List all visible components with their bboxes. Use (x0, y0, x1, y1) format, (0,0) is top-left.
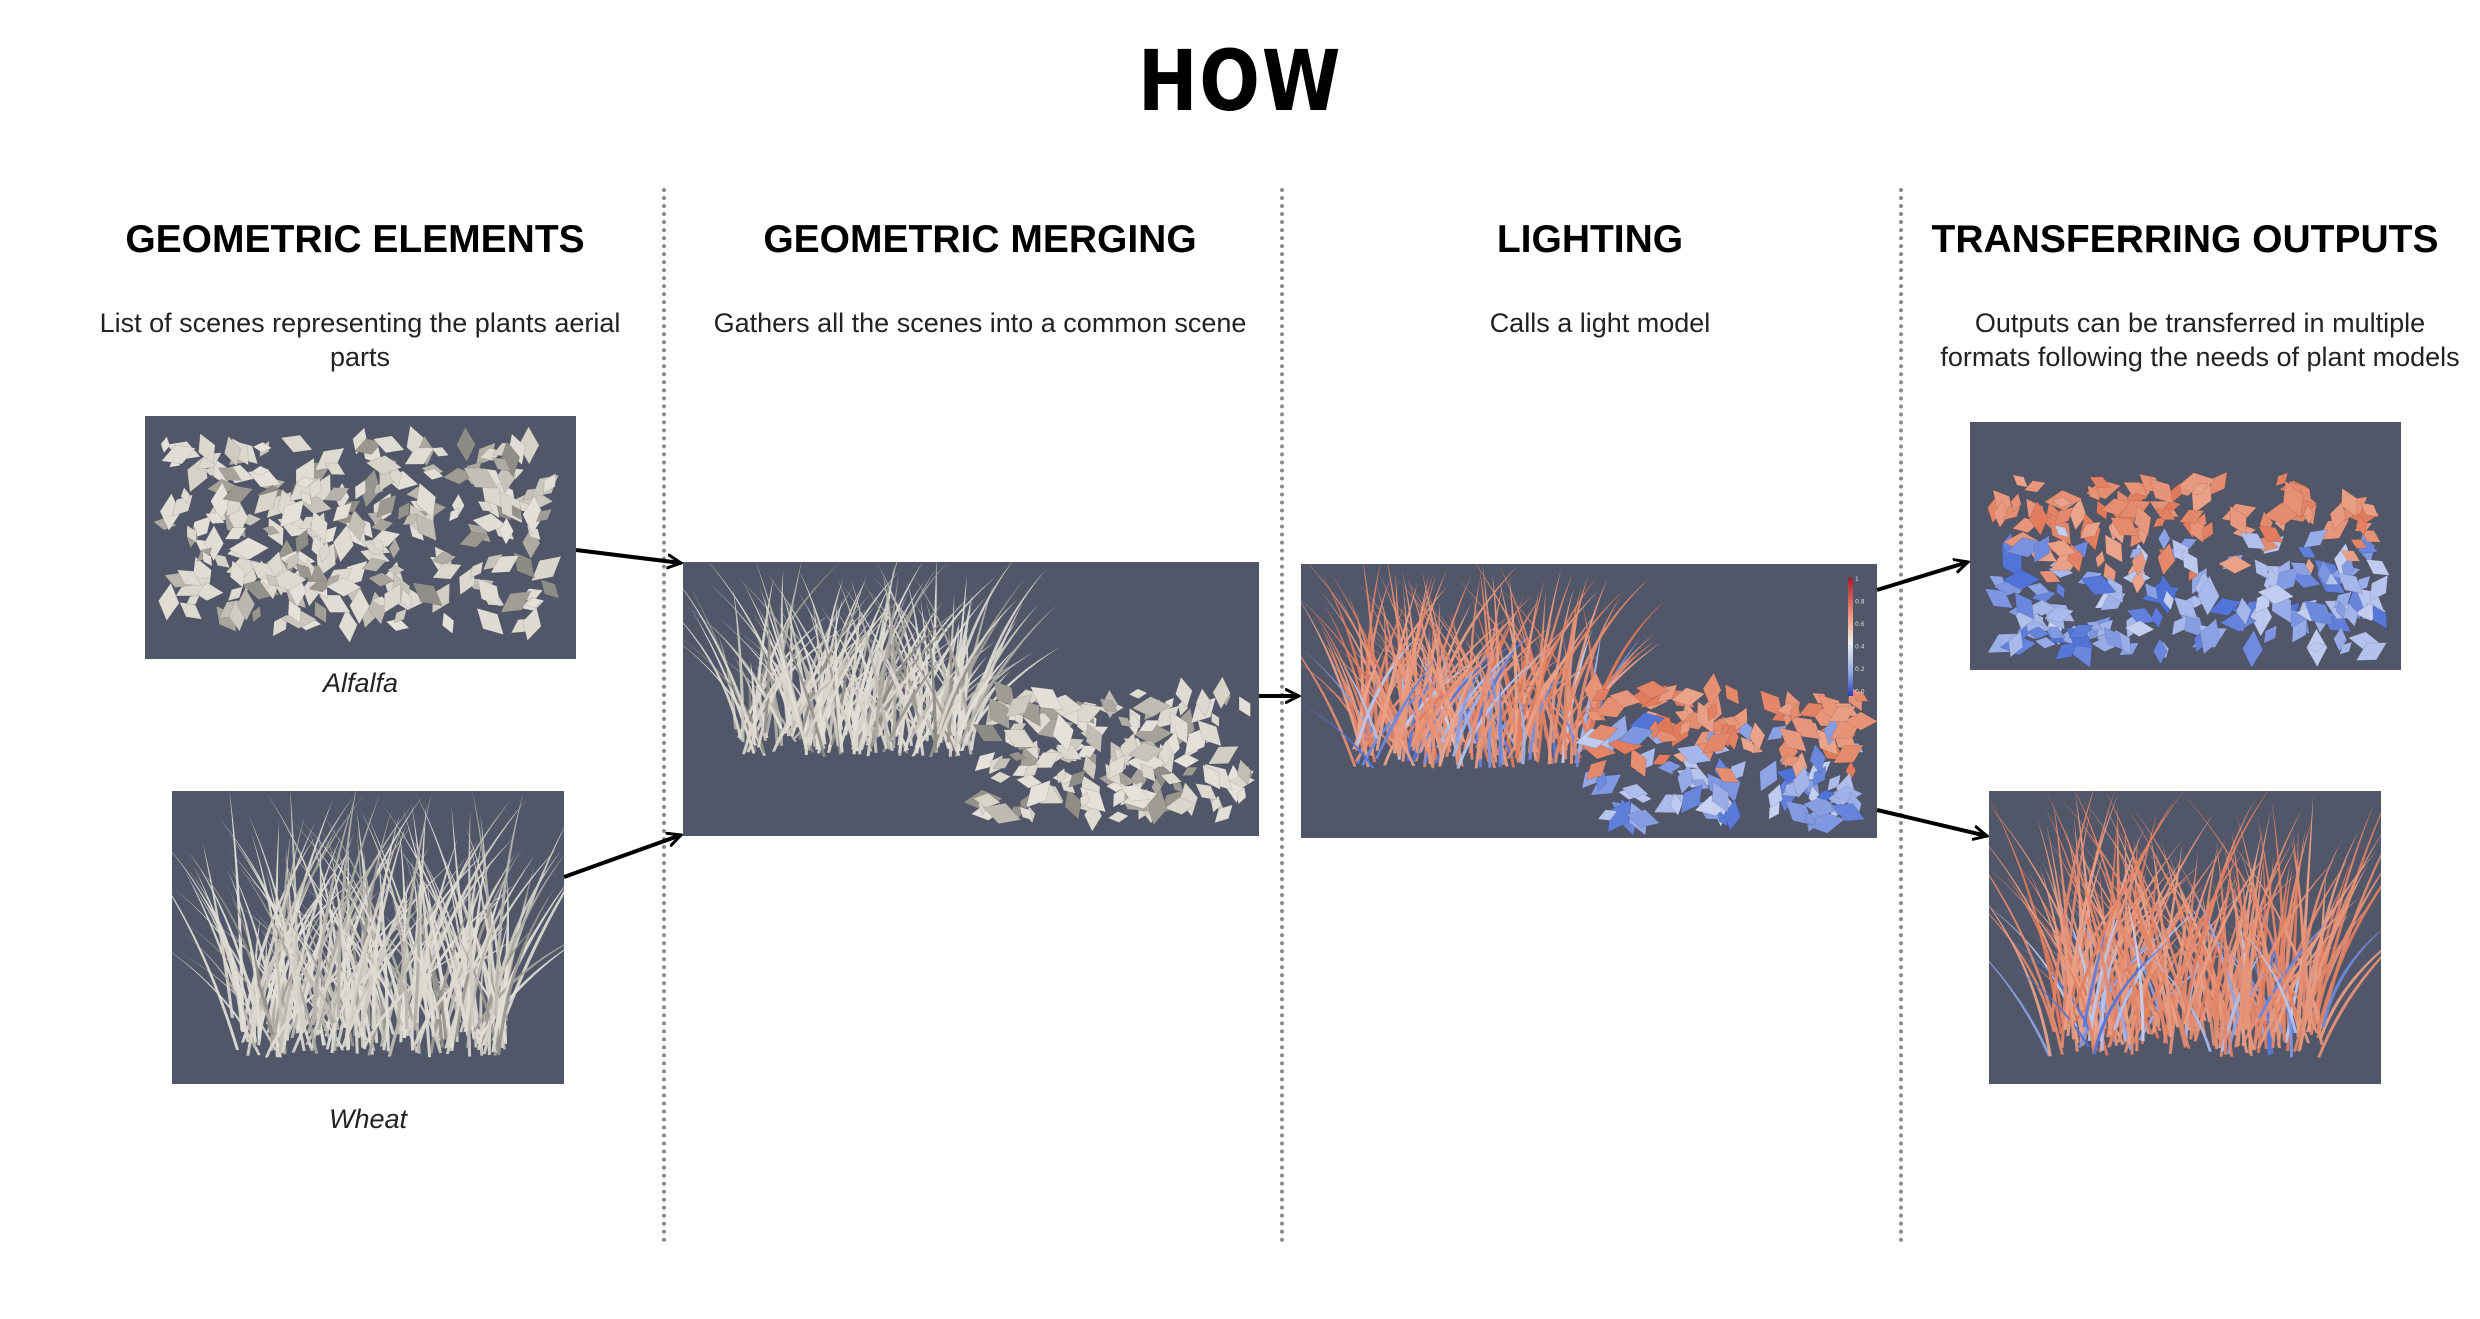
colorbar-tick-label: 0.8 (1855, 599, 1865, 606)
alfalfa-scene-image (145, 416, 576, 659)
column-divider-2 (1280, 188, 1284, 1243)
output-alfalfa-render (1984, 471, 2391, 669)
lighting-scene-image: 1 0.8 0.6 0.4 0.2 0.0 (1301, 564, 1877, 838)
arrow-lighting-to-output-alfalfa (1876, 562, 1968, 592)
column-title-geometric-merging: GEOMETRIC MERGING (763, 218, 1197, 261)
merged-scene-render (683, 562, 1256, 833)
column-divider-3 (1899, 188, 1903, 1243)
column-desc-geometric-merging: Gathers all the scenes into a common sce… (713, 308, 1247, 338)
output-alfalfa-scene-image (1970, 422, 2401, 670)
colorbar-tick-label: 0.6 (1855, 621, 1865, 628)
alfalfa-scene-render (152, 425, 562, 644)
colorbar-tick-label: 0.4 (1855, 644, 1865, 651)
column-desc-transferring-outputs: Outputs can be transferred in multiple f… (1940, 308, 2460, 372)
column-title-geometric-elements: GEOMETRIC ELEMENTS (125, 218, 585, 261)
lighting-scene-render: 1 0.8 0.6 0.4 0.2 0.0 (1301, 564, 1877, 836)
column-desc-lighting: Calls a light model (1489, 308, 1711, 338)
alfalfa-caption: Alfalfa (322, 668, 399, 698)
column-desc-geometric-elements: List of scenes representing the plants a… (99, 308, 621, 372)
colorbar-tick-label: 0.2 (1855, 666, 1865, 673)
output-wheat-scene-image (1989, 791, 2381, 1084)
wheat-scene-image (172, 791, 564, 1084)
column-title-transferring-outputs: TRANSFERRING OUTPUTS (1931, 218, 2439, 261)
column-title-lighting: LIGHTING (1496, 218, 1684, 261)
output-wheat-render (1989, 791, 2381, 1058)
wheat-caption: Wheat (328, 1104, 408, 1134)
colorbar: 1 0.8 0.6 0.4 0.2 0.0 (1848, 576, 1865, 696)
column-divider-1 (662, 188, 666, 1243)
merged-scene-image (683, 562, 1259, 836)
arrow-lighting-to-output-wheat (1876, 808, 1987, 836)
colorbar-tick-label: 1 (1855, 576, 1859, 583)
page-title: HOW (1137, 32, 1343, 130)
colorbar-tick-label: 0.0 (1855, 689, 1865, 696)
wheat-scene-render (172, 791, 564, 1058)
